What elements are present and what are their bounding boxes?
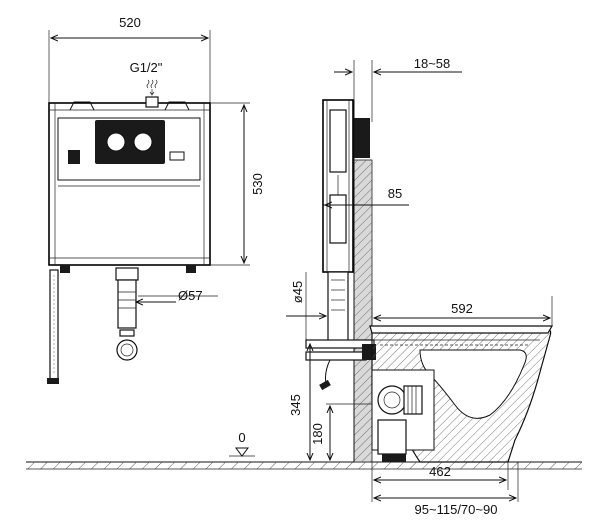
cistern-frame [48, 102, 211, 266]
flush-button-small [106, 132, 126, 152]
front-view: 520 G1/2" [47, 15, 265, 384]
side-view: 18~58 85 ø45 345 [229, 56, 554, 517]
flush-pipe [327, 271, 349, 343]
toilet-bowl [369, 317, 554, 463]
flush-button-large [133, 132, 153, 152]
dim-outlet-diameter: Ø57 [178, 288, 203, 303]
dim-floor-level: 0 [238, 430, 245, 445]
dim-inlet-thread: G1/2" [130, 60, 163, 75]
dim-outlet-height: 345 [288, 394, 303, 416]
dim-frame-depth: 85 [388, 186, 402, 201]
dim-frame-width: 520 [119, 15, 141, 30]
dim-wall-gap: 18~58 [414, 56, 451, 71]
water-inlet-icon [146, 79, 158, 96]
floor [26, 461, 582, 470]
outlet-pipe [117, 279, 137, 329]
dim-wall-range: 95~115/70~90 [415, 502, 498, 517]
dim-inlet-height: 180 [310, 423, 325, 445]
dim-flush-pipe-diameter: ø45 [290, 281, 305, 303]
dim-frame-height: 530 [250, 173, 265, 195]
flush-plate [95, 120, 165, 164]
dim-bowl-length: 592 [451, 301, 473, 316]
dim-projection: 462 [429, 464, 451, 479]
